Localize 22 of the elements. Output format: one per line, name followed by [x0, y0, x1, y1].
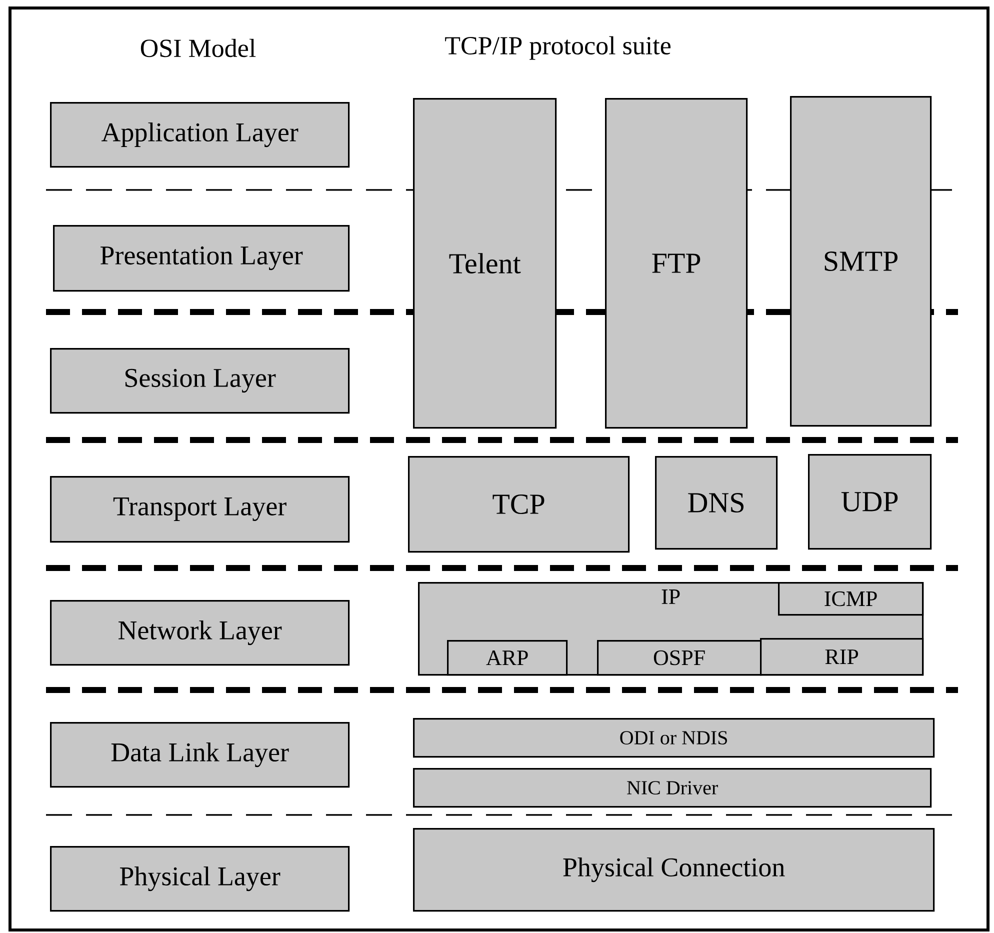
layer-box: Application Layer — [50, 102, 350, 168]
layer-box: Data Link Layer — [50, 722, 350, 788]
protocol-box: UDP — [808, 454, 932, 550]
layer-box: Presentation Layer — [53, 224, 350, 292]
layer-box: Session Layer — [50, 348, 350, 414]
protocol-box: FTP — [605, 98, 748, 429]
protocol-box: DNS — [655, 456, 778, 550]
protocol-box: Telent — [413, 98, 557, 429]
layer-box: Network Layer — [50, 600, 350, 666]
protocol-box: ICMP — [778, 582, 924, 616]
protocol-box: TCP — [408, 456, 630, 553]
protocol-box: Physical Connection — [413, 828, 935, 912]
protocol-box: ODI or NDIS — [413, 718, 935, 758]
column-heading: TCP/IP protocol suite — [445, 36, 670, 60]
protocol-box: RIP — [760, 638, 924, 676]
protocol-box: OSPF — [597, 640, 762, 676]
layer-box: Transport Layer — [50, 476, 350, 543]
protocol-box: NIC Driver — [413, 768, 932, 808]
protocol-box: SMTP — [790, 96, 932, 427]
protocol-box: ARP — [447, 640, 568, 676]
layer-box: Physical Layer — [50, 846, 350, 912]
column-heading: OSI Model — [140, 38, 256, 58]
